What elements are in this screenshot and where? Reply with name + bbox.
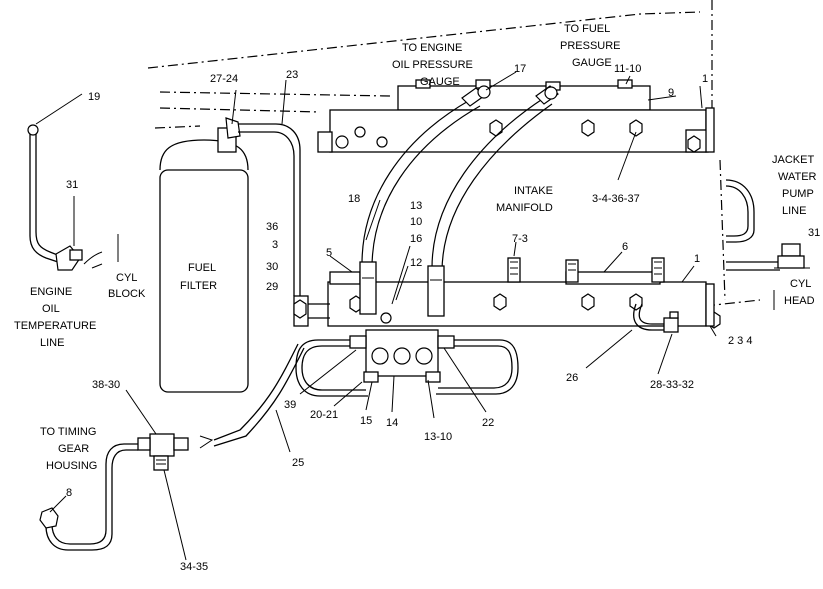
callout-17: 17 [514,63,526,75]
callout-13-top: 13 [410,200,422,212]
callout-11-10: 11-10 [614,63,641,75]
callout-15: 15 [360,415,372,427]
callout-10: 10 [410,216,422,228]
callout-12: 12 [410,257,422,269]
label-jacket-2: WATER [778,171,817,183]
lower-manifold [327,257,721,329]
label-cyl-block-2: BLOCK [108,288,146,300]
callout-2-3-4: 2 3 4 [728,335,752,347]
callout-27-24: 27-24 [210,73,238,85]
callout-29: 29 [266,281,278,293]
callout-3-4-36-37: 3-4-36-37 [592,193,640,205]
callout-1-lower: 1 [694,253,700,265]
callout-23: 23 [286,69,298,81]
callout-16: 16 [410,233,422,245]
callout-9: 9 [668,87,674,99]
callout-22: 22 [482,417,494,429]
engine-outline [147,0,761,307]
label-engine-oil-1: ENGINE [30,286,72,298]
gauge-hoses [359,85,559,317]
leader-lines [35,71,717,561]
timing-gear-line [39,343,305,551]
upper-manifold [317,79,715,153]
text-labels: TO ENGINE OIL PRESSURE GAUGE TO FUEL PRE… [14,23,817,472]
label-intake-2: MANIFOLD [496,202,553,214]
label-to-fuel-1: TO FUEL [564,23,610,35]
callout-25: 25 [292,457,304,469]
label-to-engine-oil-1: TO ENGINE [402,42,462,54]
fuel-block [295,329,519,397]
callout-3: 3 [272,239,278,251]
callout-36: 36 [266,221,278,233]
label-to-fuel-3: GAUGE [572,57,612,69]
callout-1-top: 1 [702,73,708,85]
callout-19: 19 [88,91,100,103]
label-engine-oil-2: OIL [42,303,60,315]
label-engine-oil-4: LINE [40,337,64,349]
label-cyl-head-1: CYL [790,278,811,290]
label-to-engine-oil-3: GAUGE [420,76,460,88]
label-cyl-block-1: CYL [116,272,137,284]
label-jacket-4: LINE [782,205,806,217]
sensor-26 [633,303,679,333]
callout-6: 6 [622,241,628,253]
label-fuel-filter-1: FUEL [188,262,216,274]
fuel-filter-assembly [159,117,330,393]
callout-20-21: 20-21 [310,409,338,421]
label-engine-oil-3: TEMPERATURE [14,320,96,332]
callout-31-right: 31 [808,227,820,239]
label-timing-2: GEAR [58,443,89,455]
callout-38-30: 38-30 [92,379,120,391]
label-jacket-3: PUMP [782,188,814,200]
label-fuel-filter-2: FILTER [180,280,217,292]
callout-34-35: 34-35 [180,561,208,573]
callout-5: 5 [326,247,332,259]
callout-18: 18 [348,193,360,205]
label-to-fuel-2: PRESSURE [560,40,621,52]
oil-temp-line [27,124,119,271]
jacket-water-area [725,179,810,310]
label-timing-3: HOUSING [46,460,97,472]
callout-39: 39 [284,399,296,411]
callout-8: 8 [66,487,72,499]
label-intake-1: INTAKE [514,185,553,197]
callout-31-left: 31 [66,179,78,191]
callout-7-3: 7-3 [512,233,528,245]
label-jacket-1: JACKET [772,154,814,166]
callout-14: 14 [386,417,398,429]
callout-13-10: 13-10 [424,431,452,443]
callout-numbers: 19 31 27-24 23 17 11-10 1 9 18 3-4-36-37… [66,63,820,573]
label-to-engine-oil-2: OIL PRESSURE [392,59,473,71]
callout-30: 30 [266,261,278,273]
callout-28-33-32: 28-33-32 [650,379,694,391]
label-cyl-head-2: HEAD [784,295,815,307]
callout-26: 26 [566,372,578,384]
label-timing-1: TO TIMING [40,426,96,438]
